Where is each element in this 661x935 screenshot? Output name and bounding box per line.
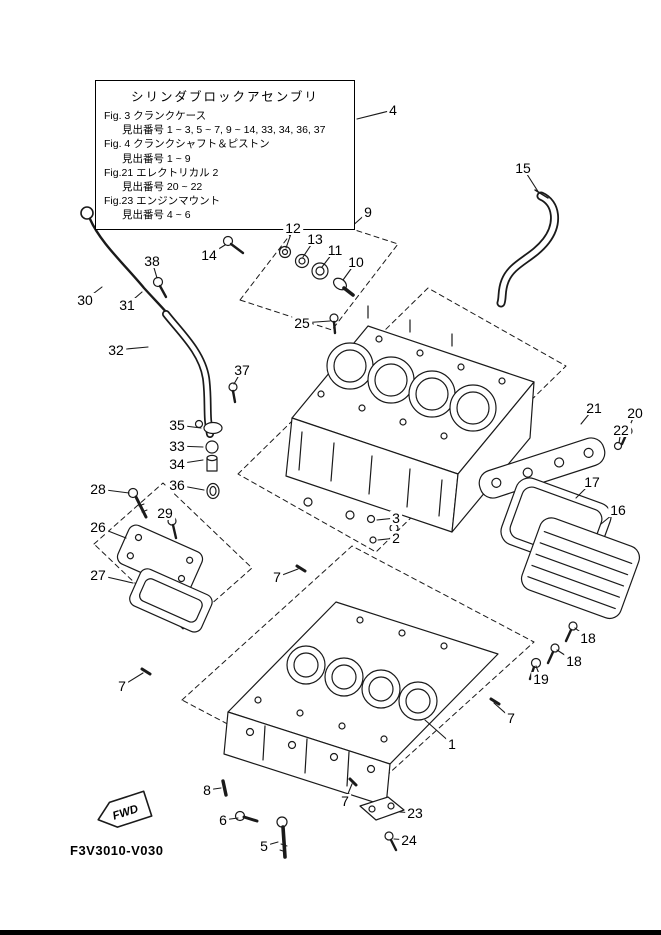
bolt-38-art (152, 276, 168, 299)
window-edge (0, 930, 661, 935)
stud-nut-art (366, 514, 377, 544)
leader-line-30 (84, 286, 103, 301)
leader-line-25 (301, 320, 331, 324)
legend-heading-numbers-4: 見出番号 4 ~ 6 (122, 209, 191, 222)
leader-line-22 (618, 429, 622, 444)
leader-line-34 (176, 459, 204, 465)
legend-fig-1: Fig. 3 クランクケース (104, 110, 207, 122)
washer-22-art (613, 441, 623, 451)
legend-heading-numbers-3: 見出番号 20 ~ 22 (122, 180, 203, 193)
bolt-29-art (167, 516, 178, 540)
bolt-19-art (528, 657, 542, 681)
leader-line-17 (575, 481, 593, 499)
bolt-24-art (384, 831, 398, 852)
leader-line-38 (151, 260, 158, 279)
legend-heading-numbers-1: 見出番号 1 ~ 3, 5 ~ 7, 9 ~ 14, 33, 34, 36, 3… (122, 124, 326, 137)
bolt-6-art (234, 810, 259, 823)
cover-16-art (520, 517, 641, 620)
leader-line-18 (556, 649, 575, 662)
leader-line-5 (263, 841, 279, 847)
bolt-18a-art (564, 621, 578, 643)
legend-box: シリンダブロックアセンブリ Fig. 3 クランクケース見出番号 1 ~ 3, … (95, 80, 355, 231)
drawing-code: F3V3010-V030 (70, 843, 164, 858)
bracket-21-art (478, 437, 606, 499)
leader-line-15 (522, 167, 540, 194)
leader-line-13 (302, 238, 316, 258)
leader-line-19 (535, 665, 542, 680)
leader-line-7 (276, 568, 299, 578)
dowel-pins-art (140, 564, 501, 787)
leader-line-8 (206, 787, 222, 791)
stud-8-art (221, 779, 228, 797)
bolt-20-art (620, 426, 633, 446)
cylinder-block-art (285, 305, 535, 533)
leader-line-37 (233, 369, 243, 385)
leader-line-7 (121, 672, 144, 687)
leader-line-23 (399, 811, 416, 814)
leader-line-10 (342, 261, 357, 281)
breather-tube-art (162, 310, 214, 438)
legend-fig-4: Fig.23 エンジンマウント (104, 195, 221, 208)
legend-entries: Fig. 3 クランクケース見出番号 1 ~ 3, 5 ~ 7, 9 ~ 14,… (104, 109, 346, 222)
leader-line-32 (115, 346, 149, 351)
bracket-23-art (359, 796, 405, 821)
leader-line-12 (285, 227, 294, 249)
leader-line-21 (580, 407, 595, 425)
bolt-5-art (276, 816, 288, 859)
leader-line-11 (321, 249, 336, 268)
legend-fig-2: Fig. 4 クランクシャフト＆ピストン (104, 138, 270, 151)
fwd-arrow-outline (97, 790, 153, 828)
crankcase-art (223, 601, 499, 807)
leader-line-18 (574, 627, 589, 639)
leader-line-29 (164, 512, 172, 520)
leader-line-2 (377, 537, 397, 541)
leader-line-7 (493, 702, 512, 719)
leader-line-31 (126, 291, 143, 306)
bolt-28-art (127, 487, 148, 519)
leader-line-4 (356, 109, 394, 120)
leader-line-24 (393, 838, 410, 841)
legend-fig-3: Fig.21 エレクトリカル 2 (104, 166, 219, 179)
gasket-27-art (129, 568, 213, 633)
leader-line-33 (176, 445, 204, 448)
bolt-25-art (329, 313, 339, 335)
breather-hose-art (496, 189, 559, 308)
leader-line-14 (208, 244, 226, 256)
dipstick-art (80, 206, 169, 315)
leader-line-36 (176, 484, 205, 491)
fitting-parts-art (222, 235, 355, 297)
tube-joint-parts-art (194, 419, 223, 500)
leader-line-20 (628, 412, 636, 429)
legend-title: シリンダブロックアセンブリ (131, 90, 319, 104)
fwd-marker: FWD (97, 790, 153, 828)
leader-line-28 (97, 488, 130, 494)
leader-line-1 (424, 719, 453, 745)
leader-line-3 (376, 517, 397, 521)
leader-line-27 (97, 574, 134, 584)
legend-heading-numbers-2: 見出番号 1 ~ 9 (122, 152, 191, 165)
bolt-18b-art (546, 643, 560, 665)
bolt-37-art (228, 382, 238, 404)
leader-line-6 (222, 817, 239, 821)
